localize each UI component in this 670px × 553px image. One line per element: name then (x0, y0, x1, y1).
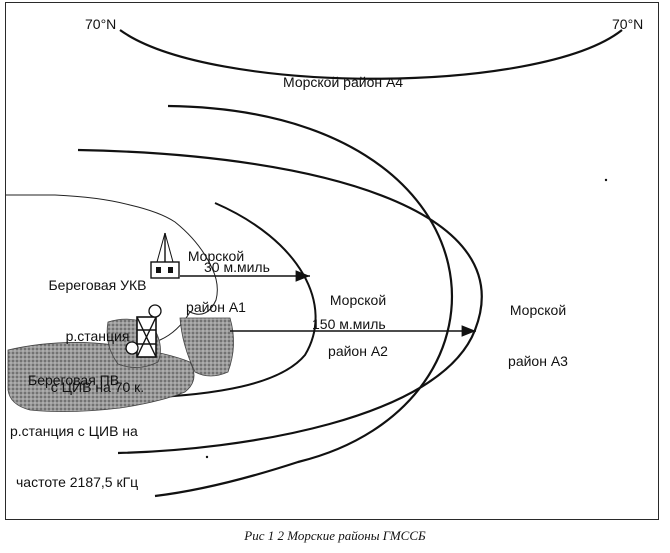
coastline (6, 194, 218, 344)
zone-a1-label: Морской район А1 (176, 214, 256, 333)
diagram-frame (5, 2, 659, 520)
zone-a1-label-line1: Морской (187, 248, 245, 264)
zone-a3-label-line2: район А3 (508, 353, 568, 369)
dot-mark (604, 178, 608, 182)
latitude-label-right: 70°N (612, 16, 644, 32)
vhf-station-label-line1: Береговая УКВ (48, 277, 147, 293)
zone-a2-label-line1: Морской (329, 292, 387, 308)
zone-a1-label-line2: район А1 (186, 299, 246, 315)
zone-a4-label: Морской район А4 (283, 74, 404, 90)
a3-boundary-curve (154, 104, 454, 498)
zone-a3-label: Морской район А3 (498, 268, 578, 387)
mf-station-label-line2: р.станция с ЦИВ на (10, 423, 138, 439)
mf-station-icon (125, 304, 162, 358)
a2-boundary-curve (77, 148, 483, 455)
vhf-range-label: 30 м.миль (204, 259, 270, 275)
vhf-station-label-line2: р.станция (65, 328, 130, 344)
zone-a2-label-line2: район А2 (328, 343, 388, 359)
vhf-station-label: Береговая УКВ р.станция с ЦИВ на 70 к. (40, 243, 155, 413)
vhf-station-label-line3: с ЦИВ на 70 к. (50, 379, 145, 395)
zone-a2-label: Морской район А2 (318, 258, 398, 377)
mf-station-label: Береговая ПВ р.станция с ЦИВ на частоте … (10, 338, 138, 508)
mf-range-label: 150 м.миль (312, 316, 386, 332)
mf-station-label-line3: частоте 2187,5 кГц (16, 474, 139, 490)
zone-a3-label-line1: Морской (509, 302, 567, 318)
latitude-label-left: 70°N (85, 16, 117, 32)
mf-station-label-line1: Береговая ПВ (28, 372, 120, 388)
a4-boundary-arc (119, 29, 623, 80)
shaded-bay-2 (179, 317, 234, 377)
vhf-station-icon (150, 232, 180, 279)
dot-mark (205, 455, 209, 459)
figure-caption: Рис 1 2 Морские районы ГМССБ (244, 528, 426, 543)
a1-boundary-curve (139, 202, 317, 399)
